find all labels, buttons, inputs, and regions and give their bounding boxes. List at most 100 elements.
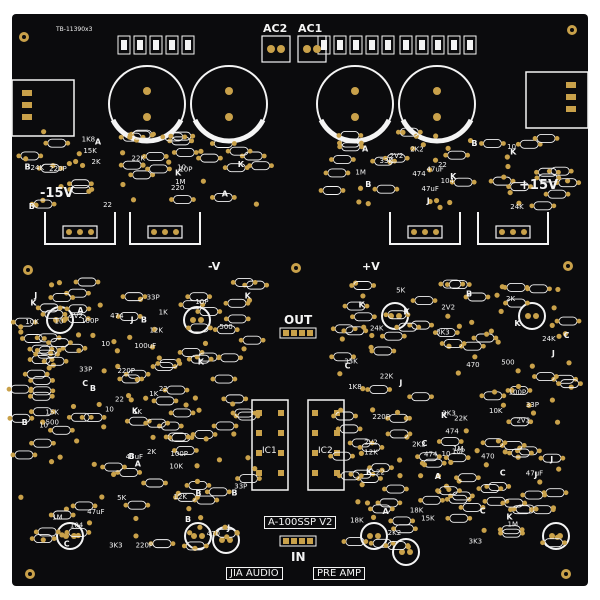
resistor-pad: [415, 454, 420, 460]
via-pad: [358, 450, 364, 456]
resistor-pad: [336, 133, 342, 138]
via-pad: [483, 462, 489, 468]
resistor-pad: [435, 488, 440, 494]
pin-mark-label: C: [345, 362, 351, 371]
via-pad: [175, 358, 182, 364]
resistor-pad: [563, 490, 569, 496]
via-pad: [339, 336, 345, 342]
resistor-pad: [440, 497, 445, 503]
resistor-pad: [454, 475, 459, 481]
capacitor-pad: [433, 113, 441, 121]
resistor-pad: [6, 386, 12, 392]
resistor-pad: [501, 141, 506, 146]
resistor-pad: [35, 305, 41, 311]
resistor-outline: [32, 386, 52, 396]
pin-mark-label: K: [358, 301, 365, 310]
resistor-pad: [186, 325, 191, 331]
resistor-pad: [162, 387, 168, 393]
pin-mark-label: K: [510, 147, 517, 156]
component-value-label: 470: [466, 361, 479, 369]
via-pad: [66, 160, 72, 167]
component-value-label: 3K3: [109, 541, 123, 549]
pin-mark-label: C: [64, 540, 70, 549]
small-capacitor-outline: [518, 302, 546, 330]
via-pad: [101, 368, 107, 374]
via-pad: [198, 515, 204, 521]
resistor-pad: [551, 203, 557, 209]
resistor-pad: [140, 162, 146, 168]
resistor-outline: [166, 385, 186, 395]
via-pad: [491, 389, 498, 395]
mounting-hole-center: [566, 264, 570, 268]
via-pad: [474, 448, 480, 454]
via-pad: [568, 384, 574, 390]
component-value-label: 12K: [364, 449, 378, 457]
via-pad: [166, 159, 172, 165]
resistor-outline: [453, 177, 473, 187]
resistor-pad: [413, 526, 418, 532]
resistor-pad: [401, 333, 407, 339]
via-pad: [445, 313, 451, 319]
resistor-pad: [216, 354, 222, 360]
resistor-pad: [123, 502, 129, 508]
resistor-pad: [529, 203, 535, 209]
transistor-pad: [162, 229, 168, 235]
mounting-hole-center: [564, 572, 568, 576]
pin-mark-label: J: [226, 523, 230, 532]
resistor-pad: [167, 166, 172, 172]
resistor-pad: [318, 188, 324, 193]
component-value-label: 1M: [453, 445, 464, 453]
via-pad: [359, 482, 365, 488]
resistor-pad: [336, 473, 342, 479]
resistor-pad: [19, 336, 25, 341]
resistor-pad: [143, 420, 149, 426]
pin-mark-label: A: [435, 472, 442, 481]
resistor-pad: [328, 453, 333, 459]
via-pad: [90, 332, 96, 338]
transistor-bracket: [389, 212, 461, 245]
component-value-label: 33P: [526, 401, 539, 409]
component-value-label: 10K: [25, 318, 39, 326]
resistor-pad: [445, 515, 451, 521]
resistor-outline: [160, 421, 180, 431]
component-value-label: 24K: [510, 203, 524, 211]
pin-mark-label: A: [77, 306, 84, 315]
resistor-outline: [376, 184, 396, 194]
resistor-pad: [95, 279, 101, 285]
resistor-pad: [155, 361, 161, 366]
resistor-pad: [48, 512, 54, 518]
resistor-outline: [220, 353, 240, 363]
resistor-pad: [7, 415, 13, 421]
resistor-pad: [148, 541, 154, 547]
component-outline: [447, 35, 461, 55]
resistor-pad: [525, 300, 530, 306]
resistor-pad: [556, 169, 561, 175]
transistor-outline: [62, 225, 98, 239]
resistor-outline: [227, 298, 247, 308]
component-value-label: 10K: [169, 463, 183, 471]
via-pad: [357, 185, 364, 191]
pin-mark-label: B: [195, 489, 201, 498]
resistor-pad: [70, 295, 76, 300]
resistor-pad: [538, 455, 544, 461]
resistor-pad: [239, 153, 245, 159]
resistor-pad: [193, 150, 199, 155]
ac2-label: AC2: [263, 22, 288, 35]
via-pad: [394, 409, 401, 415]
resistor-pad: [395, 129, 401, 135]
resistor-pad: [576, 180, 582, 186]
resistor-pad: [27, 346, 33, 352]
resistor-outline: [31, 391, 51, 401]
component-outline: [399, 35, 413, 55]
resistor-pad: [230, 410, 236, 416]
resistor-pad: [230, 280, 236, 285]
pin-mark-label: K: [132, 406, 139, 415]
resistor-pad: [394, 324, 400, 330]
resistor-pad: [233, 423, 239, 429]
small-capacitor-outline: [360, 522, 388, 550]
resistor-pad: [33, 529, 39, 535]
resistor-outline: [243, 151, 263, 161]
via-pad: [564, 178, 571, 184]
